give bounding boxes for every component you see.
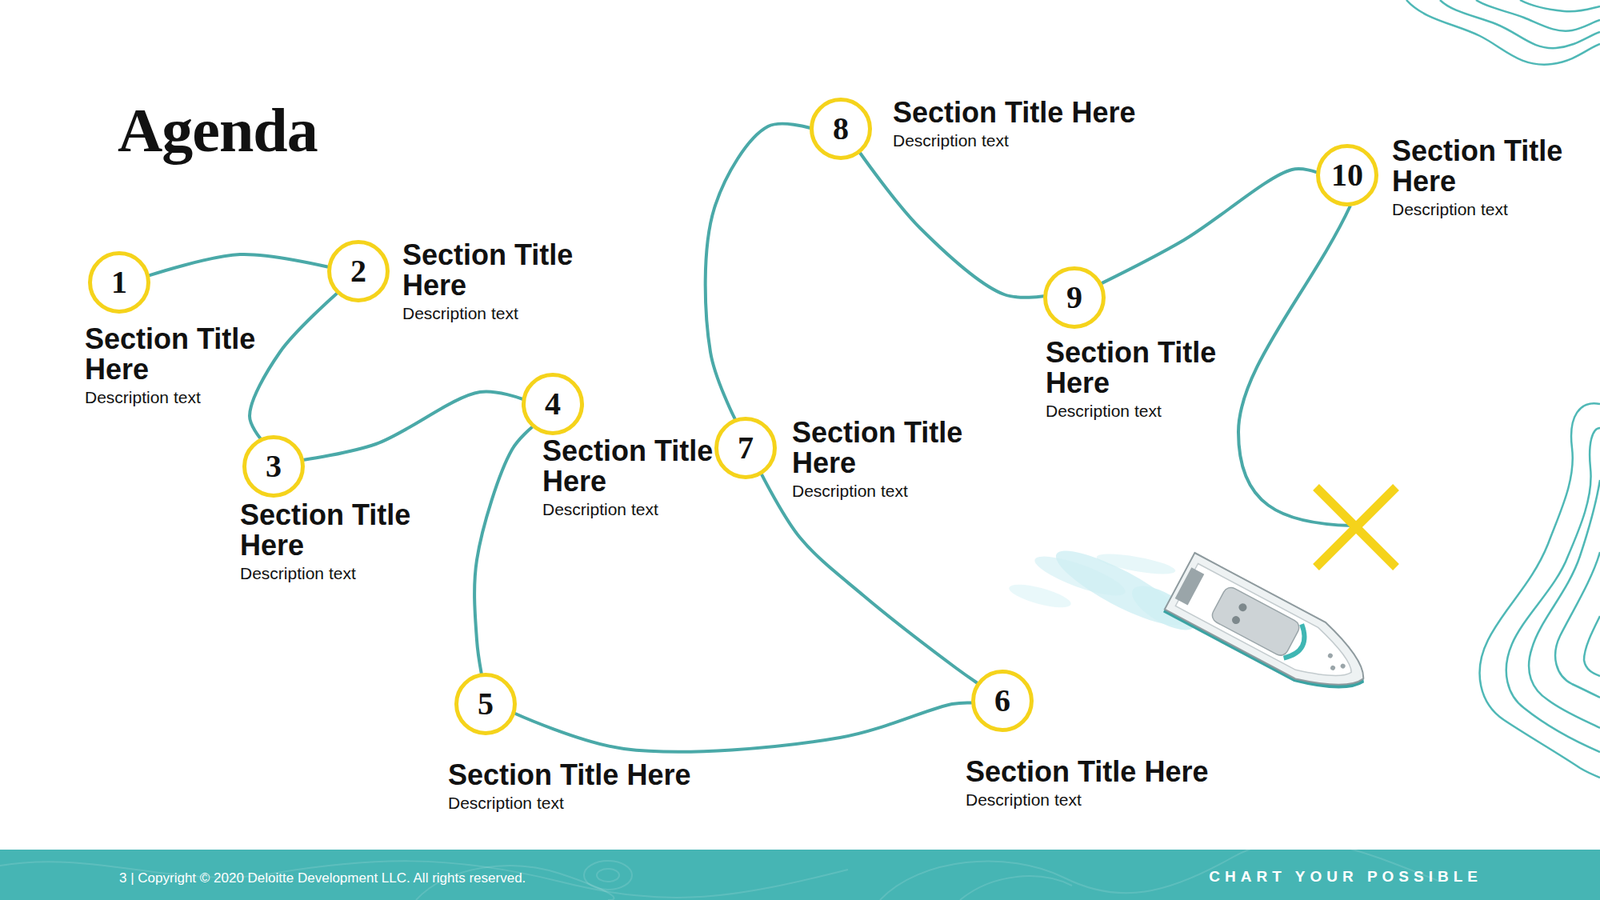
boat <box>1163 552 1381 712</box>
number-circle: 8 <box>809 97 872 160</box>
route-line <box>474 427 532 673</box>
agenda-stop: 3Section Title HereDescription text <box>242 435 305 498</box>
footer-copyright: 3 | Copyright © 2020 Deloitte Developmen… <box>119 870 526 887</box>
route-line <box>149 254 328 276</box>
agenda-stop: 8Section Title HereDescription text <box>809 97 872 160</box>
section-title: Section Title Here <box>448 760 691 791</box>
section-title: Section Title Here <box>1045 337 1254 399</box>
callout-number: 2 <box>350 255 367 288</box>
agenda-stop: 4Section Title HereDescription text <box>521 372 584 436</box>
route-line <box>860 152 1044 297</box>
section-text: Section Title HereDescription text <box>1045 337 1254 422</box>
route-line <box>249 293 337 439</box>
section-description: Description text <box>1045 400 1254 422</box>
agenda-stop: 7Section Title HereDescription text <box>714 416 777 480</box>
footer-tagline: CHART YOUR POSSIBLE <box>1208 868 1483 886</box>
route-line <box>304 391 522 460</box>
section-description: Description text <box>240 562 448 584</box>
section-text: Section Title HereDescription text <box>792 417 1000 502</box>
callout-number: 3 <box>265 450 282 483</box>
number-circle: 10 <box>1316 144 1379 207</box>
number-circle: 1 <box>88 251 151 314</box>
callout-number: 7 <box>737 432 754 464</box>
section-text: Section Title HereDescription text <box>448 760 691 814</box>
route-line <box>761 474 977 683</box>
route-line <box>1238 205 1352 526</box>
section-description: Description text <box>892 129 1136 152</box>
section-title: Section Title Here <box>240 500 448 561</box>
number-circle: 5 <box>454 672 517 736</box>
section-title: Section Title Here <box>792 417 1000 479</box>
section-title: Section Title Here <box>965 756 1208 788</box>
number-circle: 6 <box>971 669 1034 732</box>
section-title: Section Title Here <box>402 240 611 301</box>
number-circle: 2 <box>327 240 390 303</box>
route-line <box>1102 168 1317 284</box>
callout-number: 5 <box>477 688 494 720</box>
agenda-stop: 1Section Title HereDescription text <box>88 251 151 314</box>
section-title: Section Title Here <box>84 324 293 385</box>
section-text: Section Title HereDescription text <box>84 324 293 408</box>
section-title: Section Title Here <box>1392 136 1584 197</box>
callout-number: 8 <box>832 112 849 145</box>
section-description: Description text <box>542 498 751 520</box>
callout-number: 10 <box>1331 159 1364 192</box>
section-description: Description text <box>402 302 611 324</box>
agenda-stop: 9Section Title HereDescription text <box>1043 266 1106 329</box>
number-circle: 7 <box>714 416 777 480</box>
number-circle: 3 <box>242 435 305 498</box>
x-mark <box>1316 487 1396 568</box>
topo-contours <box>1406 0 1600 778</box>
number-circle: 9 <box>1043 266 1106 329</box>
section-description: Description text <box>448 792 691 814</box>
agenda-stop: 6Section Title HereDescription text <box>971 669 1034 732</box>
slide-title: Agenda <box>117 94 318 167</box>
section-text: Section Title HereDescription text <box>402 240 611 324</box>
section-text: Section Title HereDescription text <box>1392 136 1584 220</box>
section-description: Description text <box>792 480 1000 502</box>
callout-number: 6 <box>994 684 1011 717</box>
section-text: Section Title HereDescription text <box>965 756 1208 811</box>
boat-wake <box>1007 538 1203 639</box>
section-title: Section Title Here <box>892 97 1136 128</box>
number-circle: 4 <box>521 372 584 436</box>
route-line <box>705 124 810 420</box>
route-line <box>515 702 972 752</box>
agenda-stop: 10Section Title HereDescription text <box>1316 144 1379 207</box>
section-description: Description text <box>1392 198 1584 220</box>
agenda-stop: 2Section Title HereDescription text <box>327 240 390 303</box>
section-description: Description text <box>84 386 293 408</box>
callout-number: 4 <box>544 388 561 420</box>
agenda-stop: 5Section Title HereDescription text <box>454 672 517 736</box>
callout-number: 1 <box>111 266 128 299</box>
section-text: Section Title HereDescription text <box>892 97 1136 152</box>
section-description: Description text <box>965 788 1208 811</box>
callout-number: 9 <box>1066 281 1083 314</box>
section-text: Section Title HereDescription text <box>240 500 448 584</box>
